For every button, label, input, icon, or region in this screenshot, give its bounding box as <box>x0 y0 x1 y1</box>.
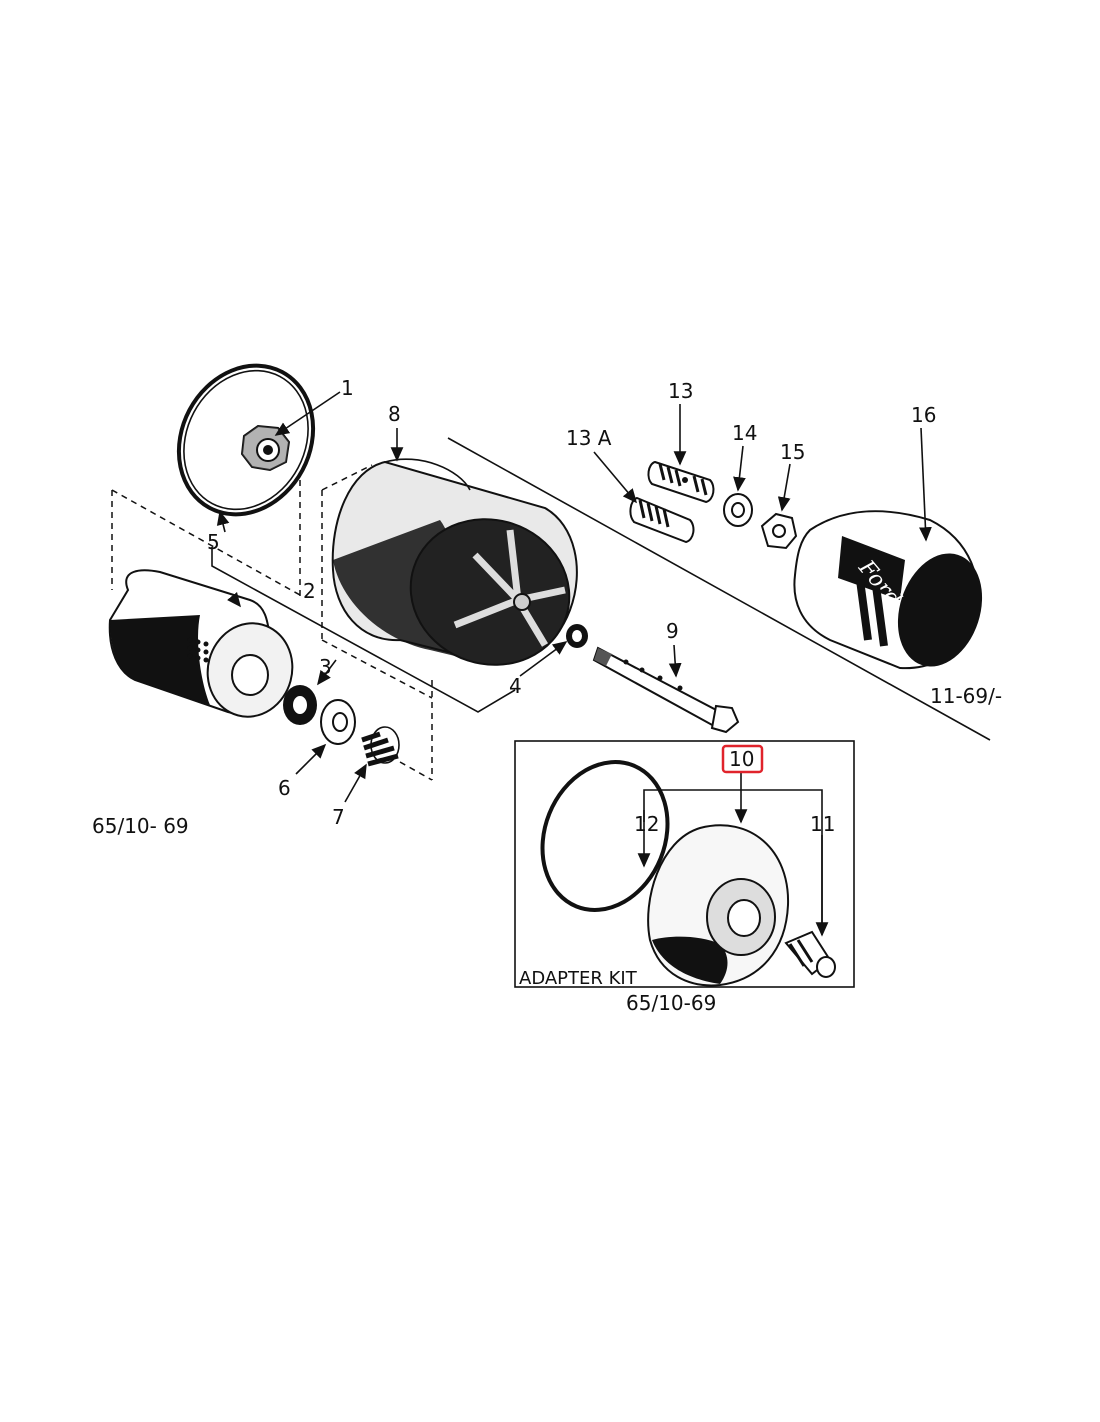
part-3-seal <box>283 685 317 725</box>
callout-4: 4 <box>509 674 522 698</box>
adapter-kit-box <box>514 740 855 988</box>
part-5-gasket <box>176 363 316 517</box>
callout-5: 5 <box>207 530 220 554</box>
part-10-adapter-plate <box>647 824 790 987</box>
callout-11: 11 <box>810 812 835 836</box>
part-13-nipple <box>647 460 715 504</box>
callout-6: 6 <box>278 776 291 800</box>
callout-13: 13 <box>668 379 693 403</box>
part-6-washer <box>320 699 356 745</box>
part-11-fitting <box>784 930 836 978</box>
part-8-filter-housing <box>331 458 578 666</box>
callout-10-highlight <box>721 744 764 774</box>
part-4-gasket <box>566 624 588 648</box>
part-2-filter-element <box>108 569 294 718</box>
callout-labels: 1 2 3 4 5 6 7 8 9 10 11 12 13 13 A 14 15… <box>207 376 936 836</box>
callout-7: 7 <box>332 805 345 829</box>
date-code-left: 65/10- 69 <box>92 814 189 838</box>
part-14-washer <box>723 493 753 527</box>
adapter-kit-title: ADAPTER KIT <box>519 968 638 989</box>
part-16-spin-on-filter: Ford <box>793 510 983 670</box>
assembly-lines <box>111 437 991 781</box>
callout-12: 12 <box>634 812 659 836</box>
callout-9: 9 <box>666 619 679 643</box>
callout-1: 1 <box>341 376 354 400</box>
part-7-spring <box>361 726 400 767</box>
callout-3: 3 <box>319 655 332 679</box>
callout-16: 16 <box>911 403 936 427</box>
part-1-hex-nut <box>240 424 291 472</box>
part-13a-nipple <box>629 496 695 544</box>
callout-14: 14 <box>732 421 757 445</box>
part-15-nut <box>760 512 798 550</box>
callout-8: 8 <box>388 402 401 426</box>
callout-13a: 13 A <box>566 426 612 450</box>
callout-2: 2 <box>303 579 316 603</box>
date-code-adapter: 65/10-69 <box>626 991 716 1015</box>
leader-arrows <box>216 391 932 803</box>
date-code-right: 11-69/- <box>930 684 1002 708</box>
callout-10: 10 <box>729 747 754 771</box>
callout-15: 15 <box>780 440 805 464</box>
part-9-center-bolt <box>592 646 740 734</box>
